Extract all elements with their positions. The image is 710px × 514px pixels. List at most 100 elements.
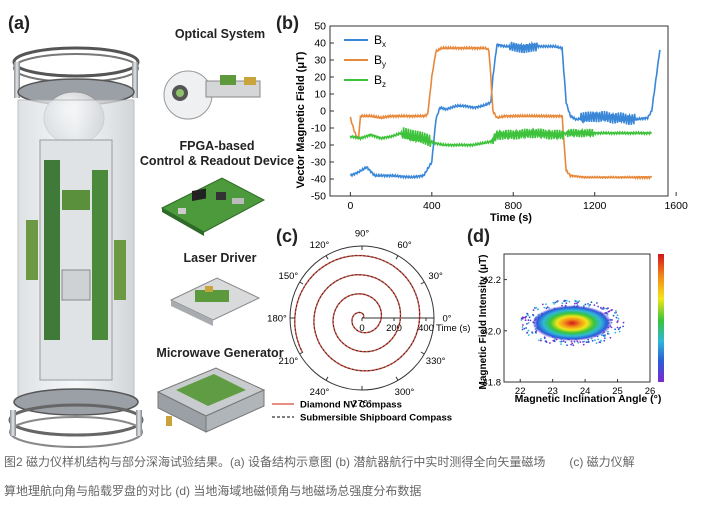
heatmap-point [614, 331, 617, 334]
heatmap-point [528, 316, 531, 319]
heatmap-point [521, 326, 524, 328]
chart-b-series-bx [349, 41, 661, 180]
heatmap-point [552, 301, 555, 304]
heatmap-point [526, 312, 528, 315]
heatmap-point [529, 319, 532, 322]
heatmap-point [560, 340, 563, 343]
heatmap-point [582, 341, 584, 343]
heatmap-point [604, 337, 606, 339]
heatmap-point [545, 307, 548, 310]
heatmap-point [565, 299, 568, 302]
magnetic-field-time-chart: Vector Magnetic Field (μT) Time (s) -50-… [295, 21, 688, 225]
chart-b-ytick-label: -20 [311, 140, 326, 152]
heatmap-point [583, 340, 586, 343]
heatmap-point [554, 301, 557, 304]
component-title-laser: Laser Driver [183, 251, 257, 265]
chart-b-xtick-label: 1600 [664, 200, 688, 212]
heatmap-point [533, 307, 536, 309]
microwave-generator-illustration [156, 367, 266, 433]
heatmap-point [616, 326, 619, 329]
heatmap-point [572, 344, 575, 347]
heatmap-point [603, 339, 606, 342]
polar-legend-label: Diamond NV Compass [300, 400, 402, 411]
chart-b-ytick-label: 40 [314, 38, 326, 50]
heatmap-point [527, 321, 530, 324]
fpga-board-illustration [160, 177, 266, 236]
heatmap-point [576, 302, 578, 305]
heatmap-point [559, 340, 562, 343]
figure-caption: 图2 磁力仪样机结构与部分深海试验结果。(a) 设备结构示意图 (b) 潜航器航… [4, 451, 698, 503]
chart-b-ytick-label: -40 [311, 174, 326, 186]
chart-d-ytick-label: 42.0 [483, 326, 502, 337]
chart-d-xtick-label: 25 [612, 386, 623, 397]
heatmap-point [585, 341, 588, 344]
polar-radial-label: Time (s) [436, 323, 470, 334]
chart-b-ytick-label: 20 [314, 72, 326, 84]
heatmap-point [604, 334, 606, 336]
polar-angle-tick [420, 281, 425, 285]
heatmap-point [525, 327, 527, 329]
heatmap-point [602, 334, 605, 337]
heatmap-point [603, 307, 606, 310]
heatmap-point [527, 314, 529, 317]
chart-b-ytick-label: -30 [311, 157, 326, 169]
heatmap-point [617, 328, 620, 331]
chart-d-xlabel: Magnetic Inclination Angle (°) [515, 393, 662, 405]
component-title-microwave: Microwave Generator [156, 346, 284, 360]
heatmap-point [522, 324, 524, 326]
polar-heading-chart: 0°30°60°90°120°150°180°210°240°270°300°3… [267, 229, 470, 424]
chart-b-legend-label: Bz [374, 73, 386, 89]
heatmap-point [525, 315, 528, 318]
heatmap-point [553, 303, 556, 305]
heatmap-point [532, 309, 535, 311]
heatmap-point [577, 341, 580, 344]
heatmap-point [578, 300, 581, 302]
panel-b-label: (b) [276, 13, 299, 33]
chart-d-xtick-label: 26 [645, 386, 656, 397]
heatmap-point [608, 310, 611, 313]
heatmap-point [619, 326, 622, 329]
panel-c-label: (c) [276, 226, 298, 246]
heatmap-point [606, 312, 608, 315]
heatmap-point [537, 308, 539, 311]
heatmap-point [600, 339, 602, 342]
heatmap-point [622, 321, 625, 324]
heatmap-point [622, 325, 624, 328]
heatmap-point [587, 341, 589, 343]
heatmap-point [612, 314, 615, 317]
heatmap-point [609, 336, 612, 339]
polar-angle-label: 180° [267, 314, 287, 325]
heatmap-point [606, 307, 608, 310]
heatmap-point [527, 334, 530, 336]
chart-d-frame [503, 253, 651, 383]
heatmap-point [531, 331, 533, 334]
chart-d-ytick-label: 42.2 [483, 275, 502, 286]
heatmap-point [570, 340, 573, 343]
heatmap-point [546, 306, 549, 309]
chart-b-frame [329, 25, 669, 197]
polar-angle-tick [395, 255, 399, 260]
heatmap-point [617, 317, 620, 320]
polar-radial-tick-label: 200 [386, 323, 402, 334]
polar-angle-label: 210° [279, 356, 299, 367]
heatmap-point [520, 319, 523, 321]
chart-b-xtick-label: 400 [423, 200, 441, 212]
heatmap-point [568, 300, 571, 303]
chart-b-legend-label: Bx [374, 33, 386, 49]
heatmap-point [602, 306, 605, 309]
heatmap-point [552, 339, 555, 342]
polar-angle-tick [299, 281, 304, 285]
heatmap-point [527, 319, 530, 321]
heatmap-point [545, 303, 547, 306]
heatmap-point [617, 320, 619, 322]
polar-angle-tick [395, 376, 399, 381]
polar-angle-label: 120° [310, 240, 330, 251]
heatmap-point [566, 344, 568, 347]
heatmap-point [570, 343, 572, 346]
chart-b-xtick-label: 0 [347, 200, 353, 212]
heatmap-point [571, 342, 574, 345]
heatmap-point [524, 319, 527, 322]
polar-radial-tick-label: 400 [418, 323, 434, 334]
heatmap-point [526, 322, 528, 325]
polar-angle-tick [420, 351, 425, 355]
